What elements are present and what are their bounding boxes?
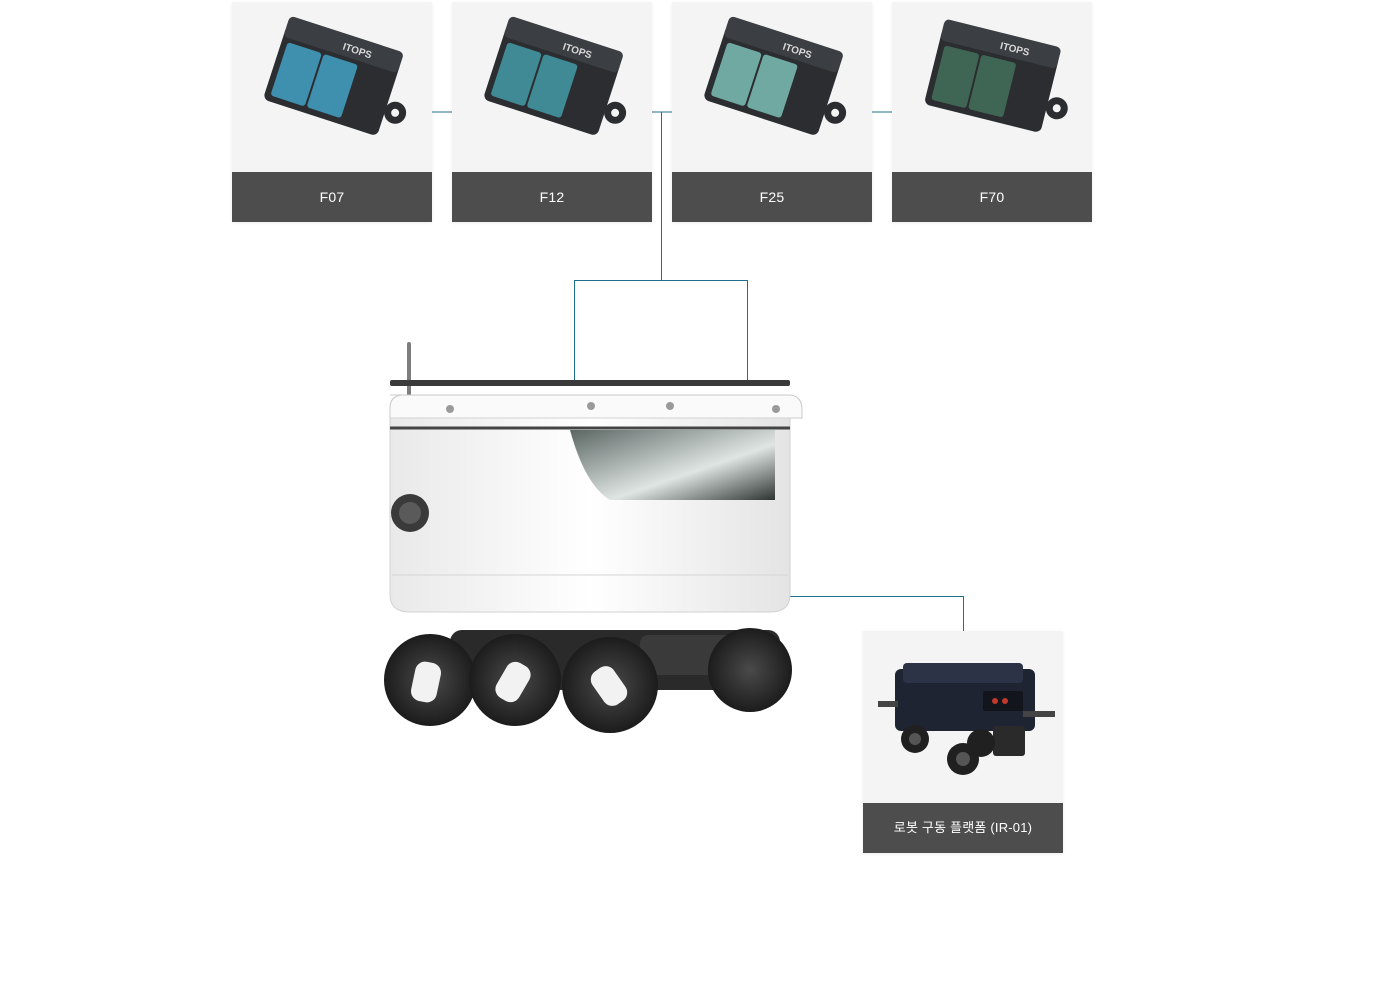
sensor-product-image: ITOPS	[484, 16, 627, 135]
sensor-label: F12	[452, 172, 652, 222]
sensor-card-f12[interactable]: ITOPS F12	[452, 2, 652, 222]
sensor-lens	[968, 55, 1016, 117]
sensor-product-image: ITOPS	[264, 16, 407, 135]
sensor-lens	[747, 54, 798, 118]
sensor-lens	[307, 54, 358, 118]
sensor-card-f07[interactable]: ITOPS F07	[232, 2, 432, 222]
platform-card[interactable]: 로봇 구동 플랫폼 (IR-01)	[863, 631, 1063, 853]
sensor-product-image: ITOPS	[925, 19, 1068, 132]
platform-label: 로봇 구동 플랫폼 (IR-01)	[863, 803, 1063, 853]
sensor-label: F25	[672, 172, 872, 222]
sensor-card-f70[interactable]: ITOPS F70	[892, 2, 1092, 222]
sensor-lens	[491, 42, 542, 106]
sensor-label: F70	[892, 172, 1092, 222]
sensor-label: F07	[232, 172, 432, 222]
sensor-lens	[711, 42, 762, 106]
sensor-lens	[271, 42, 322, 106]
platform-product-image	[878, 663, 1055, 775]
delivery-robot-image	[384, 342, 803, 733]
sensor-product-image: ITOPS	[704, 16, 847, 135]
sensor-lens	[931, 45, 979, 108]
sensor-card-f25[interactable]: ITOPS F25	[672, 2, 872, 222]
sensor-lens	[527, 54, 578, 118]
